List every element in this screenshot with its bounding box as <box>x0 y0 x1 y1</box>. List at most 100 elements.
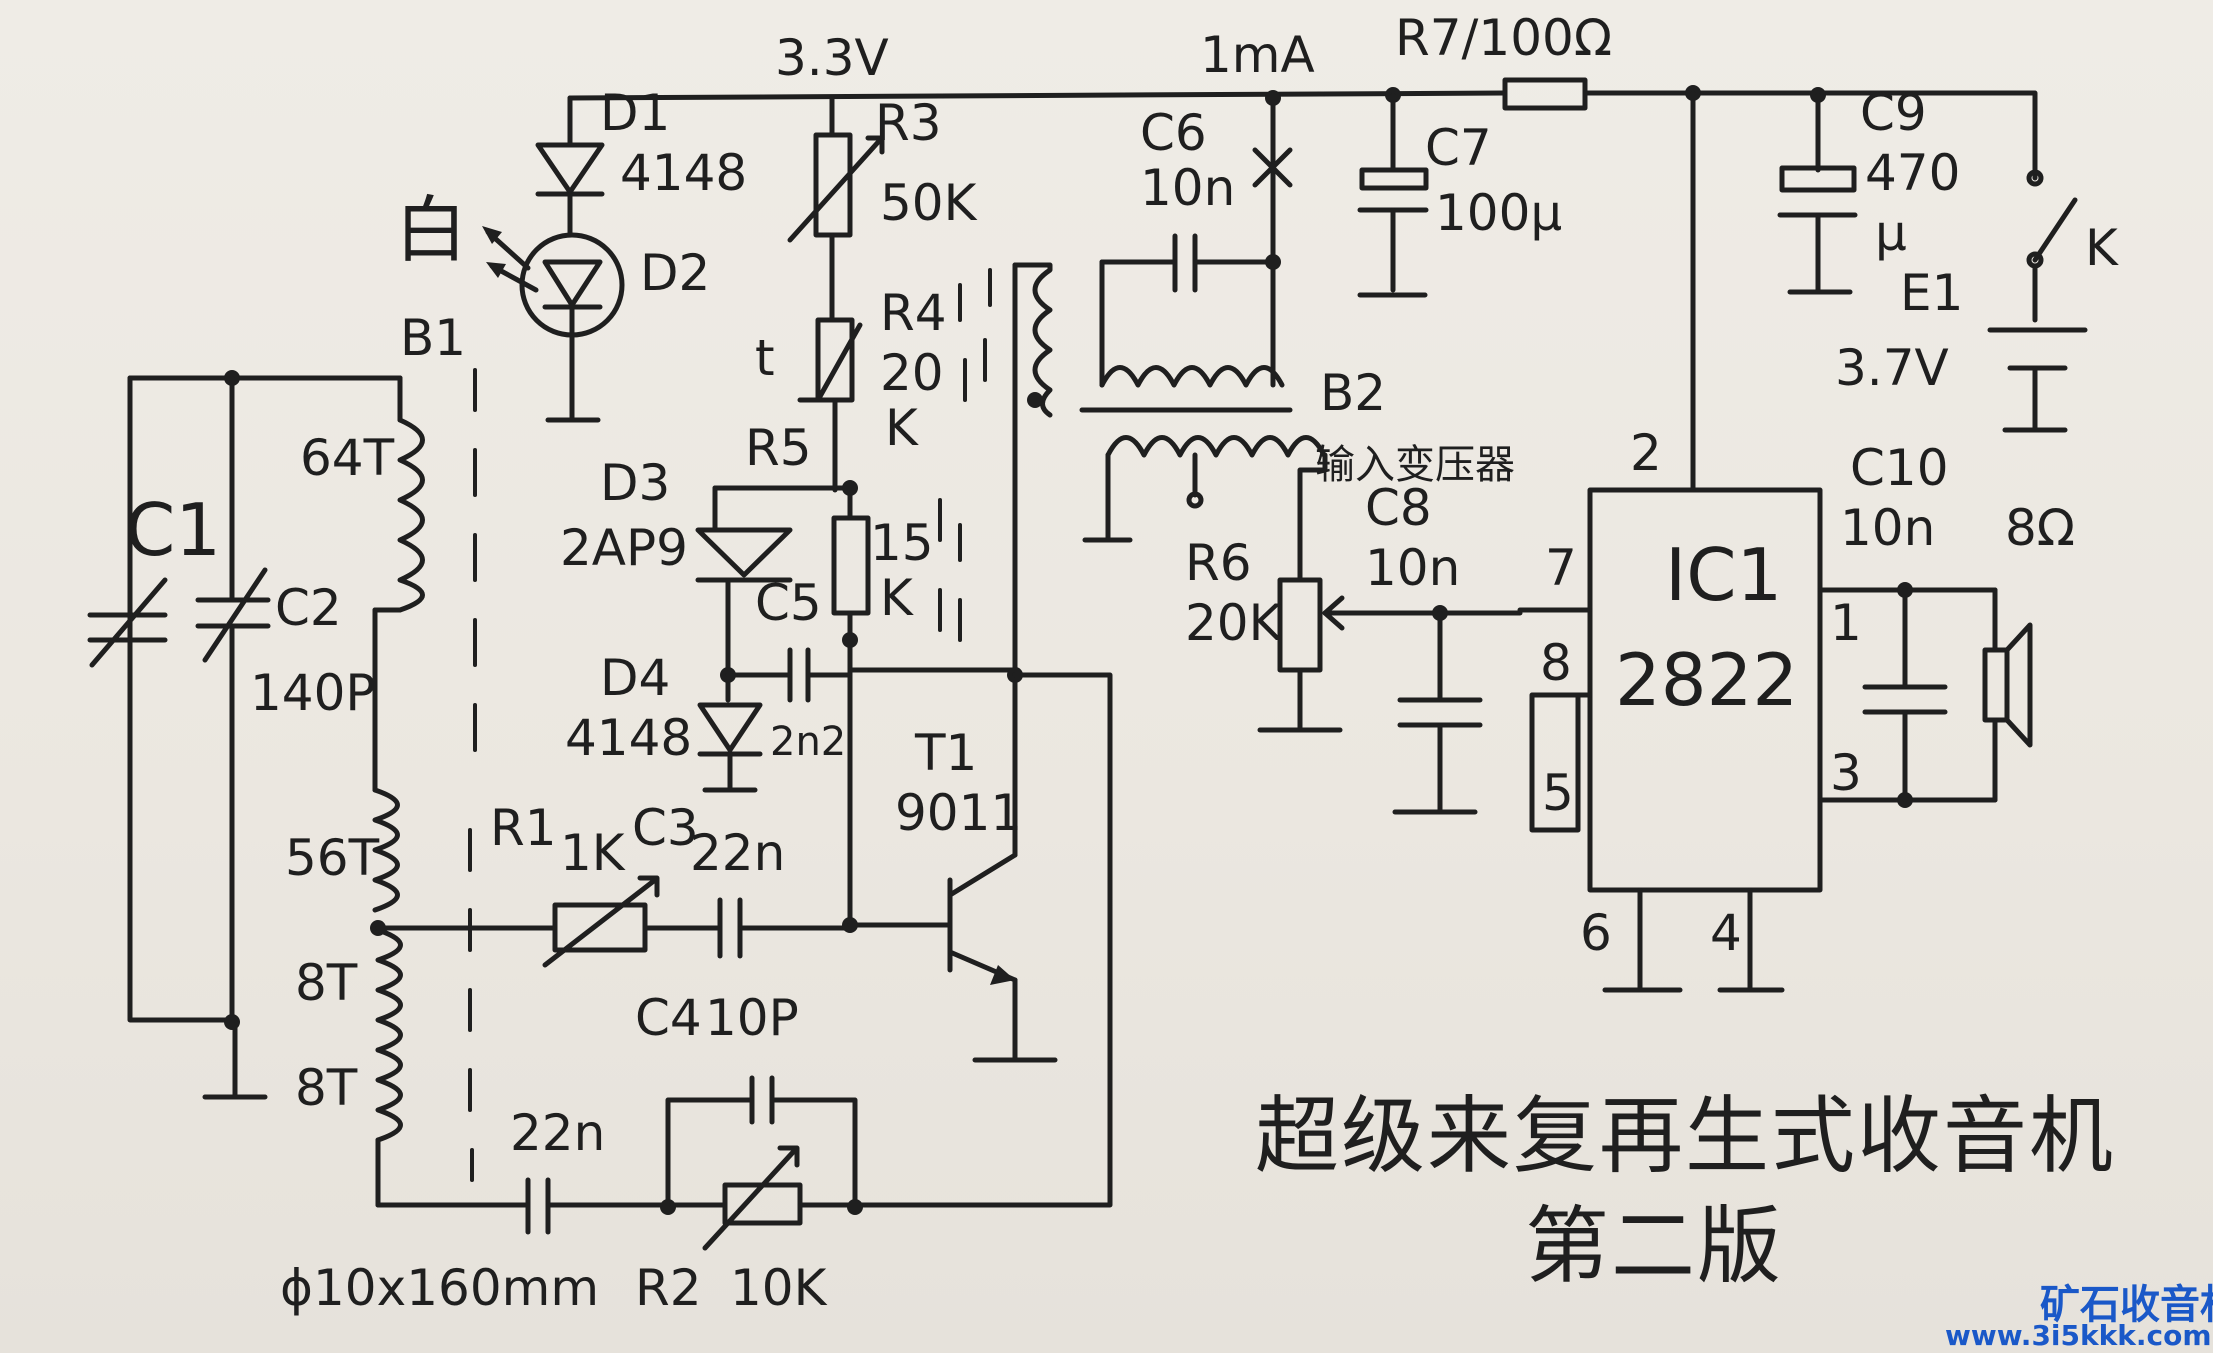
label-b2-desc: 输入变压器 <box>1315 442 1515 488</box>
capacitor-c9 <box>1777 87 1858 295</box>
label-c6-val: 10n <box>1140 159 1235 217</box>
label-r4: R4 <box>880 284 947 342</box>
label-pin6: 6 <box>1580 904 1612 962</box>
capacitor-c5 <box>725 647 853 703</box>
label-d1: D1 <box>600 84 670 142</box>
label-current: 1mA <box>1200 26 1315 84</box>
label-turns-8a: 8T <box>295 954 358 1012</box>
label-pin4: 4 <box>1710 904 1742 962</box>
diode-d1 <box>535 95 605 238</box>
label-r3-val: 50K <box>880 174 978 232</box>
label-d4-val: 4148 <box>565 709 692 767</box>
label-turns-56: 56T <box>285 829 380 887</box>
label-turns-64: 64T <box>300 429 395 487</box>
junction <box>1265 90 1281 106</box>
diagram-subtitle: 第二版 <box>1525 1197 1783 1295</box>
resistor-r1 <box>375 875 723 968</box>
label-t1: T1 <box>914 724 977 782</box>
feedback-loop <box>852 672 1113 1208</box>
resistor-r5 <box>712 485 871 923</box>
label-b2: B2 <box>1320 364 1386 422</box>
label-r1: R1 <box>490 799 557 857</box>
tuning-capacitors <box>87 370 403 1100</box>
label-supply: 3.3V <box>775 29 889 87</box>
label-c4: C4 <box>635 989 702 1047</box>
label-c8: C8 <box>1365 479 1432 537</box>
ferrite-rod <box>468 368 477 1182</box>
label-rod: ϕ10x160mm <box>280 1259 599 1317</box>
label-pin8: 8 <box>1540 634 1572 692</box>
label-c5: C5 <box>755 574 822 632</box>
label-pin2: 2 <box>1630 424 1662 482</box>
label-c8-val: 10n <box>1365 539 1460 597</box>
label-r7: R7/100Ω <box>1395 9 1612 67</box>
label-c3-val: 22n <box>690 824 785 882</box>
label-d2: D2 <box>640 244 710 302</box>
capacitor-c4 <box>665 1075 858 1208</box>
capacitor-feedback <box>375 1177 671 1235</box>
capacitor-c8 <box>1392 605 1523 815</box>
label-turns-8b: 8T <box>295 1059 358 1117</box>
label-c7: C7 <box>1425 119 1492 177</box>
supply-rail <box>567 90 2038 181</box>
label-c5-val: 2n2 <box>770 719 846 765</box>
led-d2 <box>482 226 625 423</box>
transistor-t1 <box>847 672 1058 1063</box>
label-c4-val: 10P <box>705 989 799 1047</box>
resistor-r2 <box>665 1145 858 1251</box>
diagram-title: 超级来复再生式收音机 <box>1255 1087 2115 1185</box>
label-e1-val: 3.7V <box>1835 339 1949 397</box>
label-speaker: 8Ω <box>2005 499 2075 557</box>
label-r2: R2 <box>635 1259 702 1317</box>
label-b1: B1 <box>400 309 466 367</box>
label-c9-val1: 470 <box>1865 144 1960 202</box>
diode-d4 <box>697 672 763 793</box>
label-ic1-val: 2822 <box>1615 638 1798 722</box>
capacitor-c6 <box>1099 95 1293 388</box>
label-r3: R3 <box>875 94 942 152</box>
label-d1-val: 4148 <box>620 144 747 202</box>
junction <box>847 1199 863 1215</box>
label-pin7: 7 <box>1545 539 1577 597</box>
label-white: 白 <box>395 188 467 272</box>
junction <box>842 632 858 648</box>
label-c6: C6 <box>1140 104 1207 162</box>
capacitor-c7 <box>1357 87 1429 298</box>
watermark-text: 矿石收音机 <box>2040 1282 2213 1328</box>
label-d3-val: 2AP9 <box>560 519 688 577</box>
label-r4-val2: K <box>885 399 919 457</box>
label-r5: R5 <box>745 419 812 477</box>
diode-d3 <box>695 485 793 678</box>
label-c3: C3 <box>632 799 699 857</box>
resistor-r3 <box>787 95 885 323</box>
transformer-b2-secondary <box>1082 435 1328 583</box>
label-c7-val: 100μ <box>1435 184 1562 242</box>
label-t-sym: t <box>755 329 775 387</box>
label-ic1: IC1 <box>1665 533 1782 617</box>
thermistor-r4 <box>797 317 863 493</box>
label-d4: D4 <box>600 649 670 707</box>
capacitor-c3 <box>717 897 853 959</box>
switch-k <box>2026 169 2078 323</box>
label-r5-val1: 15 <box>870 514 934 572</box>
capacitor-c10 <box>1862 582 1948 808</box>
feedback-coil <box>847 262 1053 683</box>
label-c9: C9 <box>1860 84 1927 142</box>
watermark-url: www.3i5kkk.com <box>1945 1319 2212 1352</box>
label-c9-val2: μ <box>1875 204 1907 262</box>
label-r2-val: 10K <box>730 1259 828 1317</box>
label-e1: E1 <box>1900 264 1963 322</box>
label-r1-val: 1K <box>560 824 626 882</box>
label-pin3: 3 <box>1830 744 1862 802</box>
label-c2-val: 140P <box>250 664 376 722</box>
label-t1-val: 9011 <box>895 784 1022 842</box>
resistor-r7 <box>1502 77 1588 111</box>
transformer-b2-primary <box>1079 365 1293 413</box>
battery-e1 <box>1987 327 2088 433</box>
label-pin1: 1 <box>1830 594 1862 652</box>
junction <box>842 480 858 496</box>
antenna-coil-b1 <box>370 375 425 1208</box>
core-dashes <box>938 268 992 642</box>
